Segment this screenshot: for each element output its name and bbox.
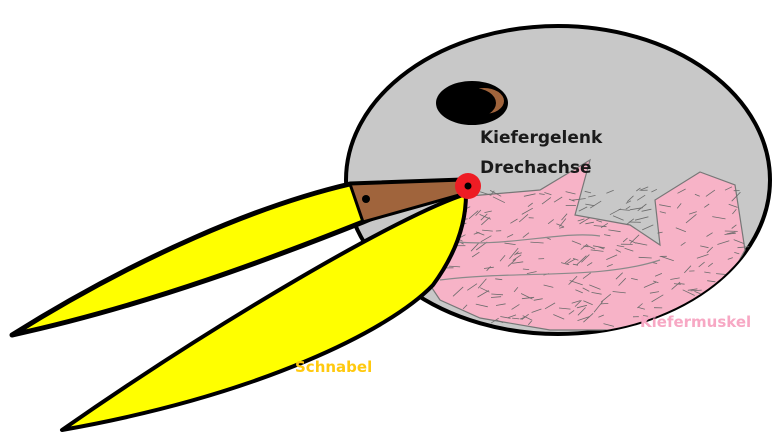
muscle-fiber [730, 306, 736, 310]
eye-icon [436, 81, 508, 125]
jaw-muscle-label: Kiefermuskel [640, 313, 751, 331]
muscle-fiber [713, 288, 718, 291]
pivot-point-icon [455, 173, 481, 199]
muscle-fiber [695, 310, 707, 312]
muscle-fiber [730, 273, 739, 274]
muscle-fiber [601, 303, 608, 304]
muscle-fiber [730, 291, 741, 298]
muscle-fiber [702, 301, 710, 303]
muscle-fiber [712, 297, 717, 298]
rotation-axis-label: Drechachse [480, 158, 592, 178]
jaw-bone-pin [362, 195, 370, 203]
jaw-joint-label: Kiefergelenk [480, 128, 602, 148]
muscle-fiber [725, 290, 730, 293]
beak-label: Schnabel [295, 358, 372, 376]
muscle-fiber [441, 317, 450, 323]
